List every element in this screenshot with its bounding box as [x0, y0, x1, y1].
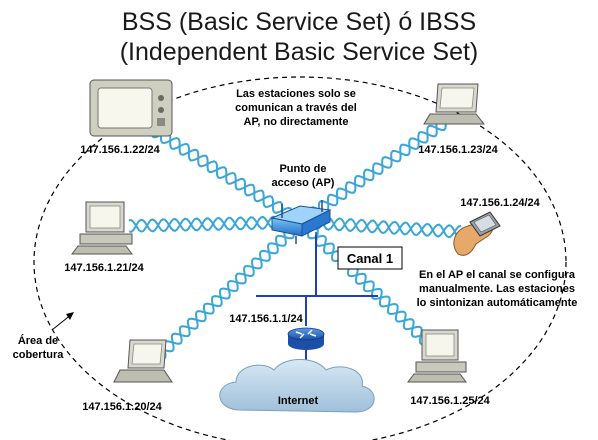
channel-label: Canal 1 — [347, 251, 393, 266]
wireless-wave-strand — [147, 219, 302, 360]
pda-icon — [453, 211, 501, 256]
title-line-2: (Independent Basic Service Set) — [120, 38, 479, 66]
monitor-icon — [89, 79, 173, 137]
note-top-line-1: Las estaciones solo se — [236, 88, 356, 100]
desktop-pc-icon — [71, 201, 133, 255]
coverage-label-line-2: cobertura — [13, 349, 65, 361]
note-right-line-3: lo sintonizan automáticamente — [417, 297, 578, 309]
wireless-links — [128, 117, 462, 367]
wireless-wave-strand — [151, 125, 302, 226]
laptop-icon — [113, 339, 173, 383]
coverage-arrow — [51, 312, 74, 331]
station-ip-label: 147.156.1.20/24 — [82, 401, 162, 413]
station-ip-label: 147.156.1.25/24 — [410, 395, 490, 407]
channel-box — [337, 246, 403, 270]
ap-label-line-1: Punto de — [279, 163, 326, 175]
router-ip-label: 147.156.1.1/24 — [229, 313, 303, 325]
station-ip-label: 147.156.1.21/24 — [64, 262, 144, 274]
laptop-icon — [423, 83, 486, 125]
wireless-wave-strand — [300, 118, 450, 226]
wireless-wave-strand — [300, 216, 461, 239]
wired-links — [256, 235, 378, 372]
note-right-line-1: En el AP el canal se configura — [419, 269, 576, 281]
wireless-wave-strand — [154, 221, 303, 367]
note-top-line-2: comunican a través del — [235, 102, 357, 114]
ap-label-line-2: acceso (AP) — [272, 177, 335, 189]
access-point-icon — [270, 200, 332, 244]
desktop-pc-icon — [407, 329, 467, 383]
note-top-line-3: AP, no directamente — [244, 116, 349, 128]
wireless-wave-strand — [299, 221, 436, 353]
coverage-area-ellipse — [33, 76, 567, 440]
cloud-icon — [219, 359, 375, 413]
wireless-wave-strand — [300, 219, 439, 349]
note-right-line-2: manualmente. Las estaciones — [419, 283, 575, 295]
internet-label: Internet — [278, 395, 319, 407]
coverage-label-line-1: Área de — [18, 334, 58, 347]
router-icon — [287, 327, 325, 350]
station-ip-label: 147.156.1.24/24 — [460, 197, 540, 209]
station-ip-label: 147.156.1.23/24 — [418, 144, 498, 156]
station-ip-label: 147.156.1.22/24 — [80, 144, 160, 156]
title-line-1: BSS (Basic Service Set) ó IBSS — [122, 8, 476, 36]
